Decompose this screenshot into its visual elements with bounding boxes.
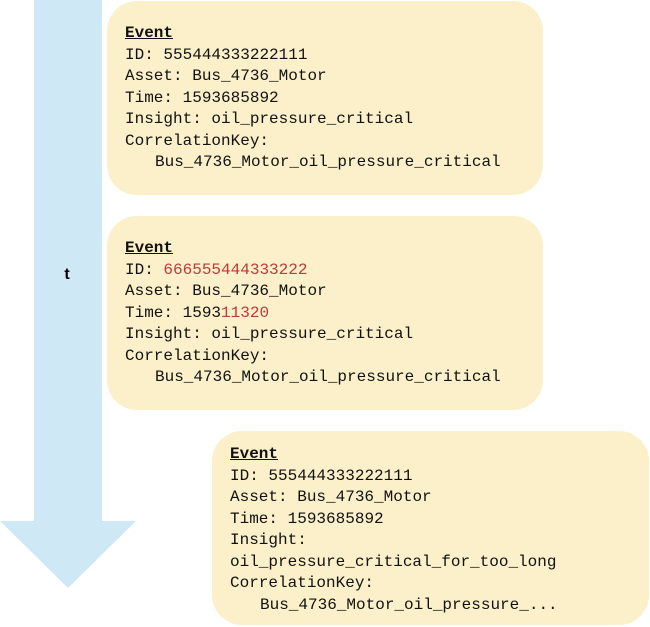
event-insight-row: Insight: oil_pressure_critical: [125, 324, 525, 346]
event-insight-label: Insight:: [125, 325, 202, 343]
event-insight-value: oil_pressure_critical_for_too_long: [230, 552, 557, 571]
event-heading: Event: [230, 445, 279, 463]
event-insight-label: Insight:: [230, 531, 307, 549]
event-time-row: Time: 1593685892: [125, 88, 525, 110]
event-id-value-changed: 666555444333222: [163, 260, 308, 279]
timeline-arrow: [0, 0, 136, 588]
event-id-row: ID: 555444333222111: [125, 45, 525, 67]
event-time-value: 1593685892: [287, 509, 384, 528]
event-asset-label: Asset:: [230, 488, 288, 506]
event-asset-row: Asset: Bus_4736_Motor: [230, 487, 631, 509]
event-time-row: Time: 1593685892: [230, 509, 631, 531]
event-asset-value: Bus_4736_Motor: [192, 67, 327, 85]
event-heading: Event: [125, 239, 174, 257]
event-time-label: Time:: [230, 509, 279, 528]
event-key-label: CorrelationKey:: [230, 574, 375, 592]
event-card-2: Event ID: 666555444333222 Asset: Bus_473…: [107, 216, 543, 410]
event-id-label: ID:: [125, 45, 154, 64]
event-time-label: Time:: [125, 303, 174, 322]
event-insight-value: oil_pressure_critical: [211, 325, 414, 343]
event-time-value: 1593685892: [182, 88, 279, 107]
event-time-value-prefix: 1593: [182, 303, 222, 322]
event-key-value: Bus_4736_Motor_oil_pressure_critical: [155, 368, 501, 386]
event-time-value-changed: 11320: [221, 303, 270, 322]
event-insight-row: Insight: oil_pressure_critical: [125, 109, 525, 131]
event-heading: Event: [125, 24, 174, 42]
event-key-label: CorrelationKey:: [125, 346, 270, 365]
event-id-value: 555444333222111: [163, 45, 308, 64]
event-card-3: Event ID: 555444333222111 Asset: Bus_473…: [212, 431, 649, 625]
event-id-label: ID:: [230, 466, 259, 485]
event-id-row: ID: 666555444333222: [125, 260, 525, 282]
event-asset-value: Bus_4736_Motor: [192, 282, 327, 300]
event-key-value: Bus_4736_Motor_oil_pressure_critical: [155, 153, 501, 171]
event-id-row: ID: 555444333222111: [230, 466, 631, 488]
event-asset-label: Asset:: [125, 67, 183, 85]
event-id-label: ID:: [125, 260, 154, 279]
event-card-1: Event ID: 555444333222111 Asset: Bus_473…: [107, 1, 543, 195]
event-id-value: 555444333222111: [268, 466, 413, 485]
event-key-label: CorrelationKey:: [125, 131, 270, 150]
event-asset-label: Asset:: [125, 282, 183, 300]
timeline-label: t: [64, 266, 70, 283]
event-insight-value: oil_pressure_critical: [211, 110, 414, 128]
timeline-arrow-shape: [0, 0, 136, 588]
event-asset-row: Asset: Bus_4736_Motor: [125, 281, 525, 303]
event-insight-label: Insight:: [125, 110, 202, 128]
event-asset-row: Asset: Bus_4736_Motor: [125, 66, 525, 88]
event-time-row: Time: 159311320: [125, 303, 525, 325]
event-key-value: Bus_4736_Motor_oil_pressure_...: [260, 595, 558, 614]
event-asset-value: Bus_4736_Motor: [297, 488, 432, 506]
event-time-label: Time:: [125, 88, 174, 107]
